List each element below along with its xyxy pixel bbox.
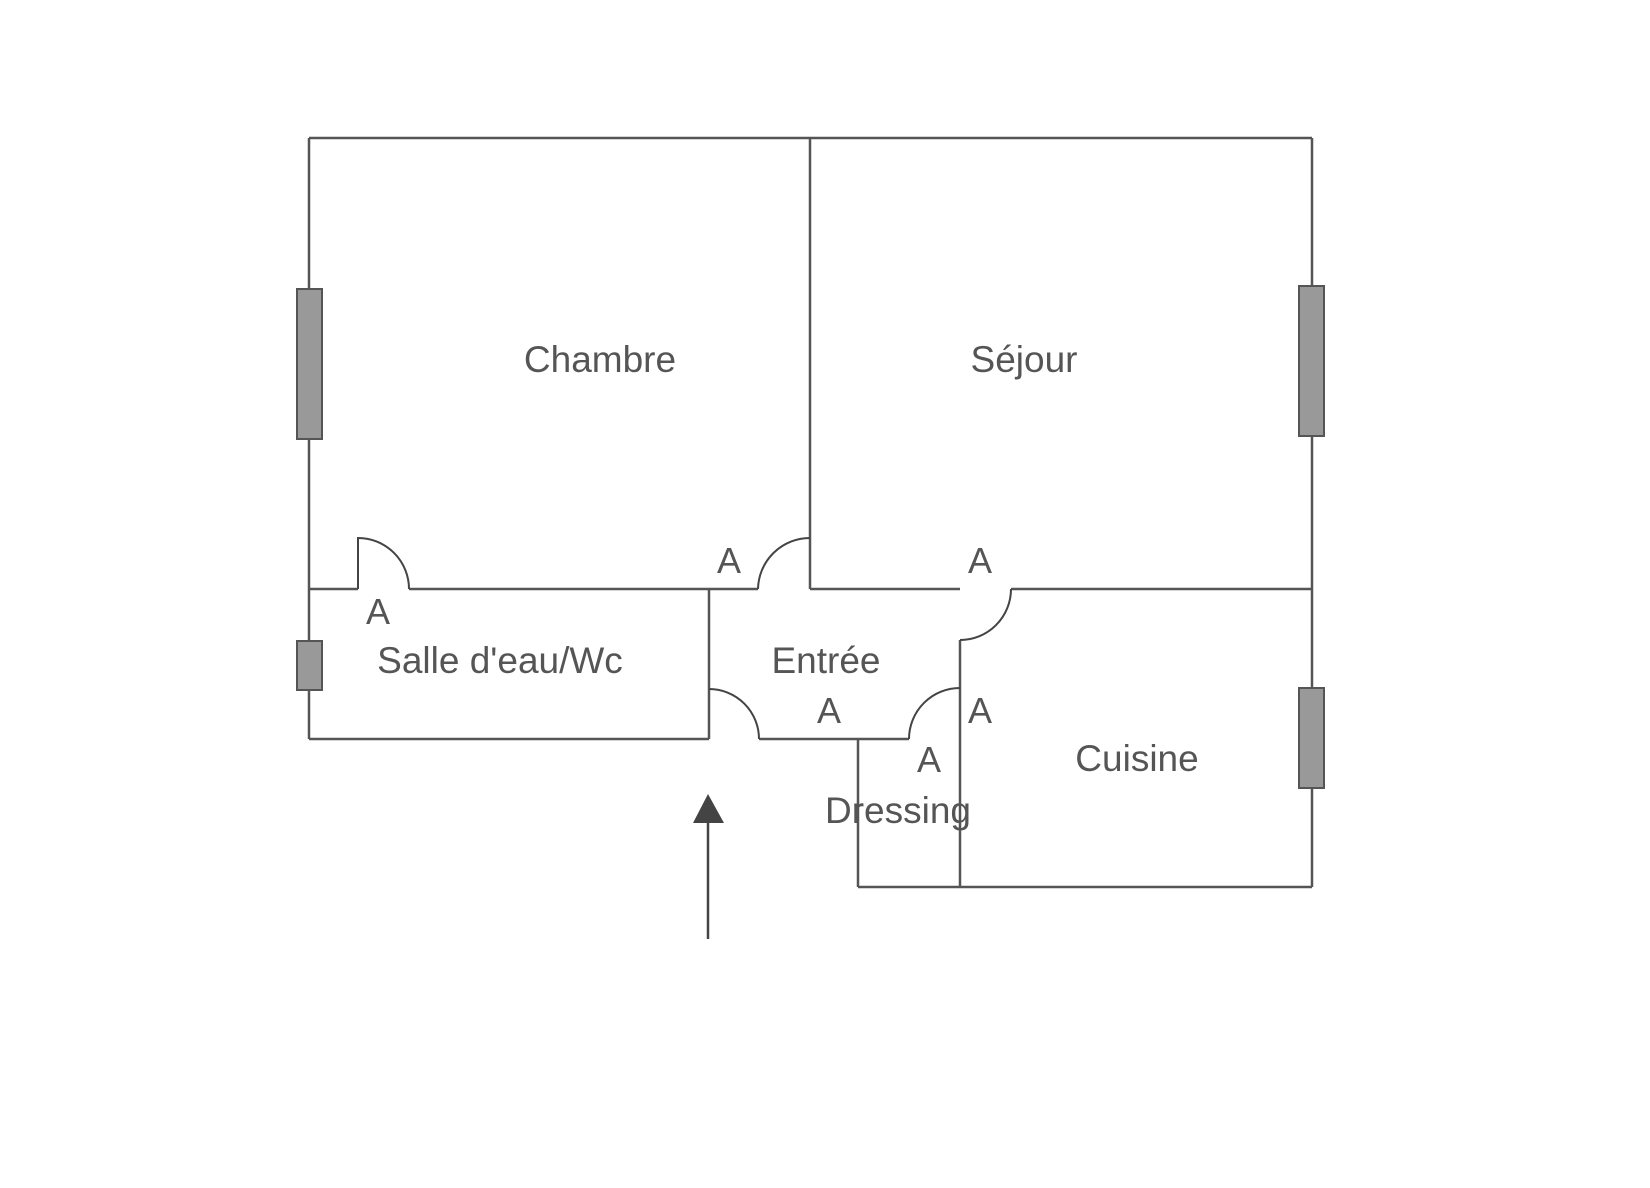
room-label-entree: Entrée [771, 640, 881, 681]
window-cuisine [1298, 687, 1325, 789]
window-chambre [296, 288, 323, 440]
walls [307, 136, 1314, 889]
door-dressing [908, 687, 961, 740]
window-sejour [1298, 285, 1325, 437]
doors [357, 536, 1012, 740]
door-mark: A [967, 690, 993, 731]
door-mark: A [916, 739, 942, 780]
windows [296, 285, 1325, 789]
door-mark: A [365, 591, 391, 632]
room-label-dressing: Dressing [825, 790, 971, 831]
door-cuisine-sejour [959, 588, 1012, 641]
door-salle [357, 536, 410, 590]
door-chambre [757, 537, 811, 590]
room-label-sejour: Séjour [970, 339, 1078, 380]
door-entrance [708, 688, 760, 740]
room-label-salle: Salle d'eau/Wc [377, 640, 623, 681]
door-mark: A [967, 540, 993, 581]
door-mark: A [816, 690, 842, 731]
room-label-chambre: Chambre [523, 339, 677, 380]
room-label-cuisine: Cuisine [1075, 738, 1199, 779]
window-salle [296, 640, 323, 691]
door-mark: A [716, 540, 742, 581]
entrance-arrow-icon [693, 794, 724, 939]
